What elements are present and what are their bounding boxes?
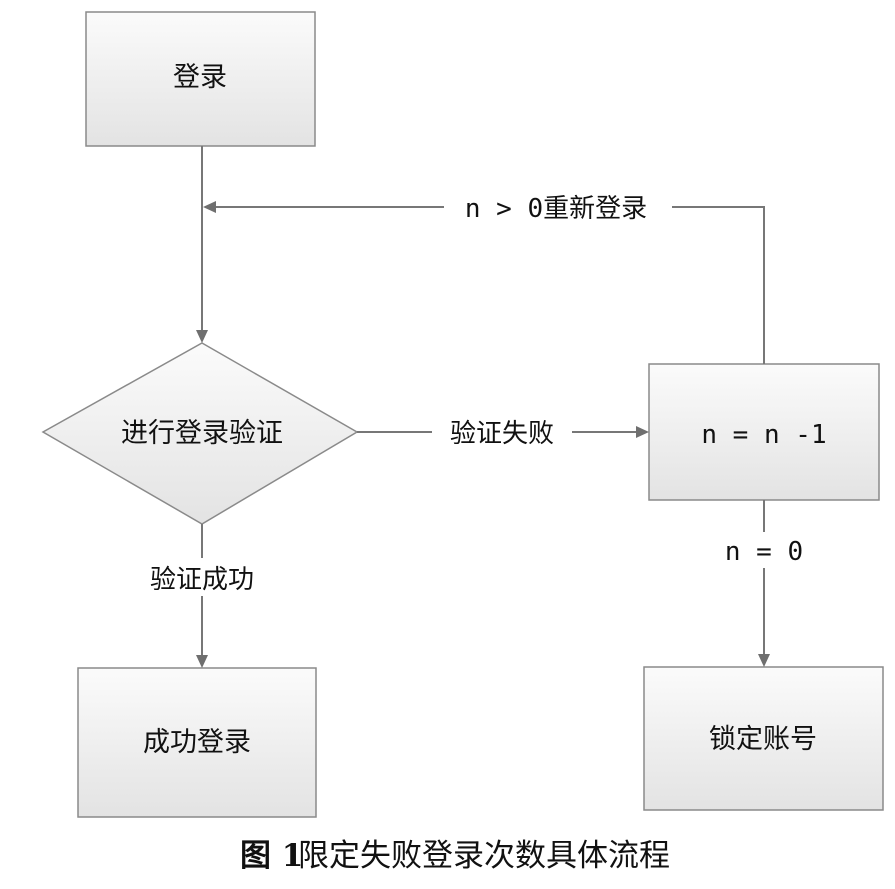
- edge-verify-to-success: 验证成功: [134, 524, 270, 668]
- node-success: 成功登录: [77, 667, 317, 818]
- edge-success-label: 验证成功: [150, 565, 254, 595]
- edge-success-label-bg: [134, 558, 270, 596]
- node-login-box: [85, 11, 316, 147]
- node-decrement-label: n = n -1: [701, 420, 826, 450]
- node-lock-label: 锁定账号: [709, 724, 817, 755]
- edge-login-to-verify: [196, 146, 208, 343]
- edge-fail-label: 验证失败: [450, 419, 554, 449]
- edge-retry-label-bg: [444, 188, 672, 226]
- edge-decrement-to-login-loop: n > 0重新登录: [203, 188, 765, 364]
- edge-zero-label: n = 0: [725, 537, 803, 567]
- node-lock: 锁定账号: [643, 666, 884, 811]
- arrow-down-icon: [196, 655, 208, 668]
- edge-retry-line: [216, 206, 765, 364]
- edge-verify-to-decrement: 验证失败: [357, 412, 649, 450]
- edge-retry-label: n > 0重新登录: [465, 194, 647, 224]
- edge-fail-label-bg: [432, 412, 572, 450]
- figure-number: 图 1: [240, 838, 303, 874]
- edge-decrement-to-lock: n = 0: [712, 500, 816, 667]
- figure-title: 限定失败登录次数具体流程: [298, 838, 670, 874]
- node-verify-label: 进行登录验证: [121, 418, 283, 449]
- arrow-down-icon: [758, 654, 770, 667]
- figure-caption: 图 1 限定失败登录次数具体流程: [240, 838, 670, 874]
- node-login: 登录: [85, 11, 316, 147]
- node-verify-decision: 进行登录验证: [41, 342, 359, 525]
- node-lock-box: [643, 666, 884, 811]
- arrow-left-icon: [203, 201, 216, 213]
- node-decrement: n = n -1: [648, 363, 880, 501]
- edge-zero-label-bg: [712, 532, 816, 568]
- arrow-down-icon: [196, 330, 208, 343]
- node-success-box: [77, 667, 317, 818]
- node-success-label: 成功登录: [143, 727, 251, 758]
- arrow-right-icon: [636, 426, 649, 438]
- node-login-label: 登录: [173, 62, 227, 93]
